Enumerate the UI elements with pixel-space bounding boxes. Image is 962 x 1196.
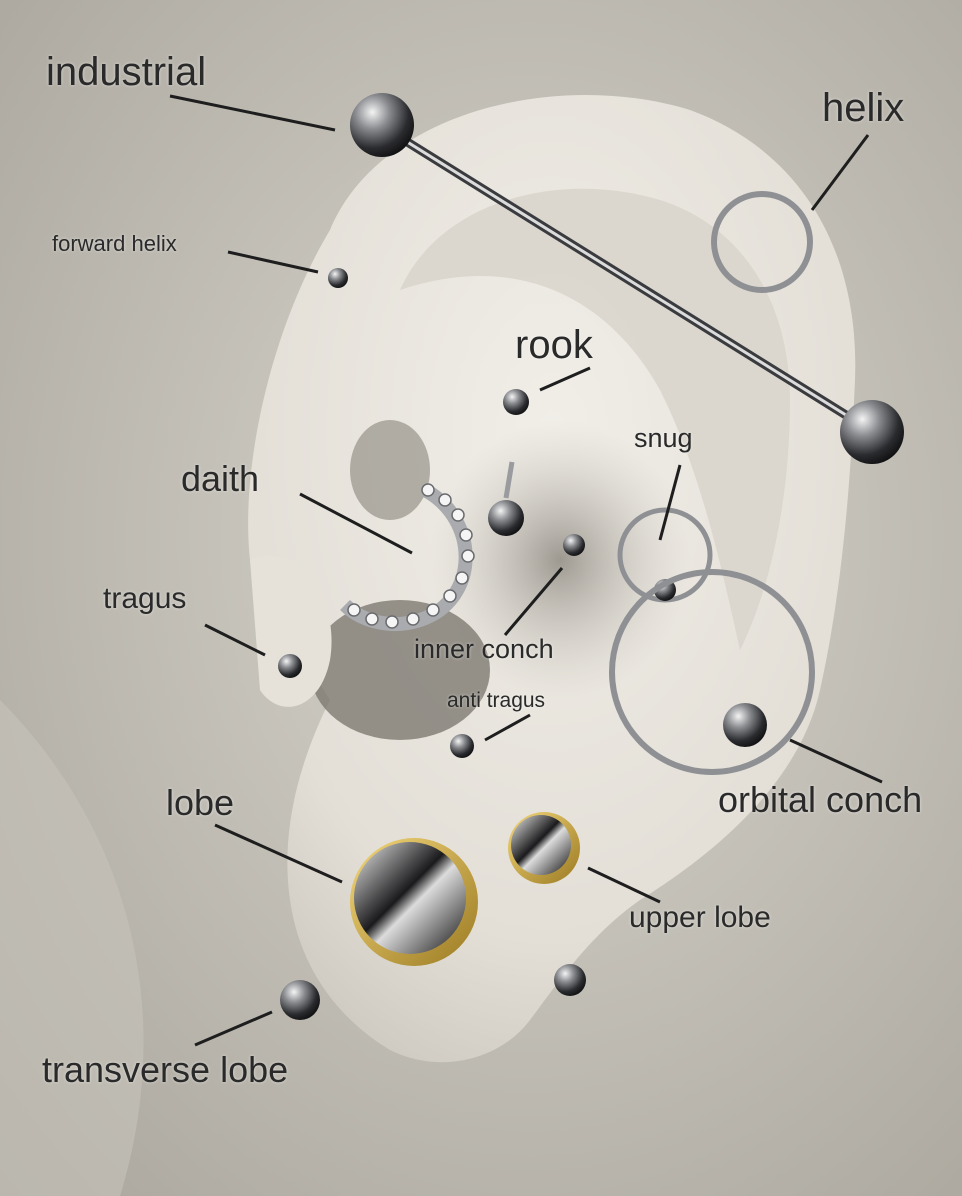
label-orbital-conch: orbital conch bbox=[718, 779, 923, 820]
industrial-leader bbox=[169, 94, 336, 132]
daith-leader bbox=[299, 492, 413, 555]
inner-conch-stud bbox=[563, 534, 585, 556]
rook-leader bbox=[539, 366, 591, 392]
forward-helix-leader bbox=[227, 250, 319, 274]
rook-bar bbox=[503, 461, 515, 499]
orbital-conch-leader bbox=[789, 738, 883, 784]
label-helix: helix bbox=[822, 86, 905, 130]
helix-leader bbox=[810, 134, 870, 211]
transverse-lobe-leader bbox=[194, 1010, 273, 1047]
tragus-leader bbox=[204, 623, 266, 657]
cheek-shading bbox=[0, 700, 144, 1196]
orbital-conch-bead bbox=[723, 703, 767, 747]
industrial-bar-highlight bbox=[379, 123, 871, 432]
label-rook: rook bbox=[515, 323, 593, 367]
anti-tragus-leader bbox=[484, 713, 531, 742]
tragus-bump bbox=[250, 556, 332, 707]
daith-gems bbox=[347, 483, 475, 629]
label-upper-lobe: upper lobe bbox=[629, 901, 771, 934]
forward-helix-stud bbox=[328, 268, 348, 288]
rook-top-ball bbox=[503, 389, 529, 415]
label-snug: snug bbox=[634, 423, 693, 453]
helix-fold bbox=[400, 188, 790, 650]
concha-bowl bbox=[430, 420, 690, 700]
ear-canal bbox=[310, 600, 490, 740]
transverse-lobe-ball bbox=[280, 980, 320, 1020]
industrial-ball-top bbox=[350, 93, 414, 157]
upper-lobe-leader bbox=[587, 866, 661, 904]
lobe-gem bbox=[354, 842, 466, 954]
anti-tragus-stud bbox=[450, 734, 474, 758]
leader-lines bbox=[169, 94, 883, 1047]
inner-conch-leader bbox=[503, 567, 564, 636]
industrial-ball-bottom bbox=[840, 400, 904, 464]
label-tragus: tragus bbox=[103, 582, 187, 615]
orbital-conch-ring bbox=[609, 569, 815, 775]
label-inner-conch: inner conch bbox=[414, 634, 554, 664]
label-lobe: lobe bbox=[166, 782, 235, 823]
daith-fold-shadow bbox=[350, 420, 430, 520]
upper-lobe-gem bbox=[511, 815, 571, 875]
rook-bottom-ball bbox=[488, 500, 524, 536]
label-anti-tragus: anti tragus bbox=[447, 689, 546, 712]
lower-lobe-stud bbox=[554, 964, 586, 996]
snug-leader bbox=[658, 464, 682, 541]
tragus-stud bbox=[278, 654, 302, 678]
label-transverse-lobe: transverse lobe bbox=[42, 1049, 289, 1090]
label-forward-helix: forward helix bbox=[52, 231, 177, 256]
lobe-leader bbox=[214, 823, 343, 884]
label-industrial: industrial bbox=[46, 50, 207, 94]
label-daith: daith bbox=[181, 458, 260, 499]
helix-hoop bbox=[711, 191, 813, 293]
